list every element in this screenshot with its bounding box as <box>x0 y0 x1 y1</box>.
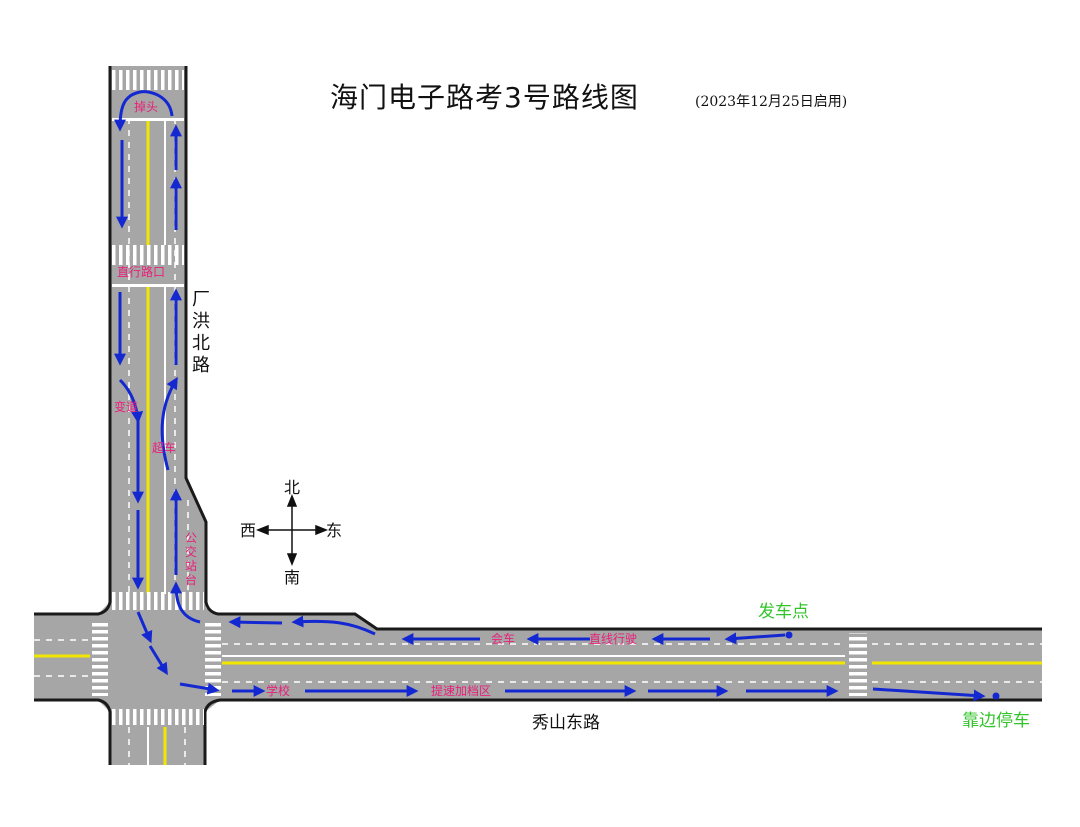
map-title: 海门电子路考3号路线图 <box>330 81 639 114</box>
route-arrow <box>160 376 178 471</box>
label-speed-gear: 提速加档区 <box>431 683 491 698</box>
lane-markings <box>34 118 1042 765</box>
route-arrow <box>179 682 220 695</box>
stop-point-label: 靠边停车 <box>962 711 1030 731</box>
start-point-dot <box>785 631 793 639</box>
label-straight-driving: 直线行驶 <box>589 631 637 646</box>
route-arrows <box>114 90 986 702</box>
route-arrow <box>872 687 986 702</box>
route-arrow <box>114 90 174 132</box>
crosswalks <box>112 70 184 90</box>
label-meeting: 会车 <box>491 631 515 646</box>
compass: 北 南 东 西 <box>240 478 342 587</box>
route-arrow <box>148 645 168 676</box>
label-bus-stop: 公交站台 <box>185 531 197 587</box>
stop-point-dot <box>992 692 1000 700</box>
label-school: 学校 <box>266 683 290 698</box>
route-arrow <box>170 581 201 624</box>
label-straight-intersection: 直行路口 <box>117 264 165 279</box>
road-name-north-south: 厂洪北路 <box>192 289 210 376</box>
start-point-label: 发车点 <box>758 602 809 622</box>
route-arrow <box>724 632 786 645</box>
map-subtitle: (2023年12月25日启用) <box>695 94 848 110</box>
compass-east: 东 <box>326 521 342 540</box>
crosswalk-stripes <box>92 118 867 725</box>
compass-west: 西 <box>240 521 256 540</box>
label-lane-change: 变道 <box>114 399 138 414</box>
label-overtake: 超车 <box>152 440 176 455</box>
curbs <box>34 66 1042 765</box>
route-arrow <box>291 615 376 636</box>
route-start-stop-dots <box>785 631 1000 700</box>
route-labels: 掉头 直行路口 变道 超车 会车 直线行驶 学校 提速加档区 <box>114 100 637 698</box>
crosswalk-north-top <box>112 70 184 90</box>
route-arrow <box>136 611 153 644</box>
label-u-turn: 掉头 <box>134 100 158 114</box>
compass-south: 南 <box>284 568 300 587</box>
road-name-east-west: 秀山东路 <box>532 713 600 733</box>
road-surface <box>34 66 1042 765</box>
compass-north: 北 <box>284 478 300 497</box>
route-arrow <box>228 616 283 629</box>
route-arrow <box>118 378 144 424</box>
